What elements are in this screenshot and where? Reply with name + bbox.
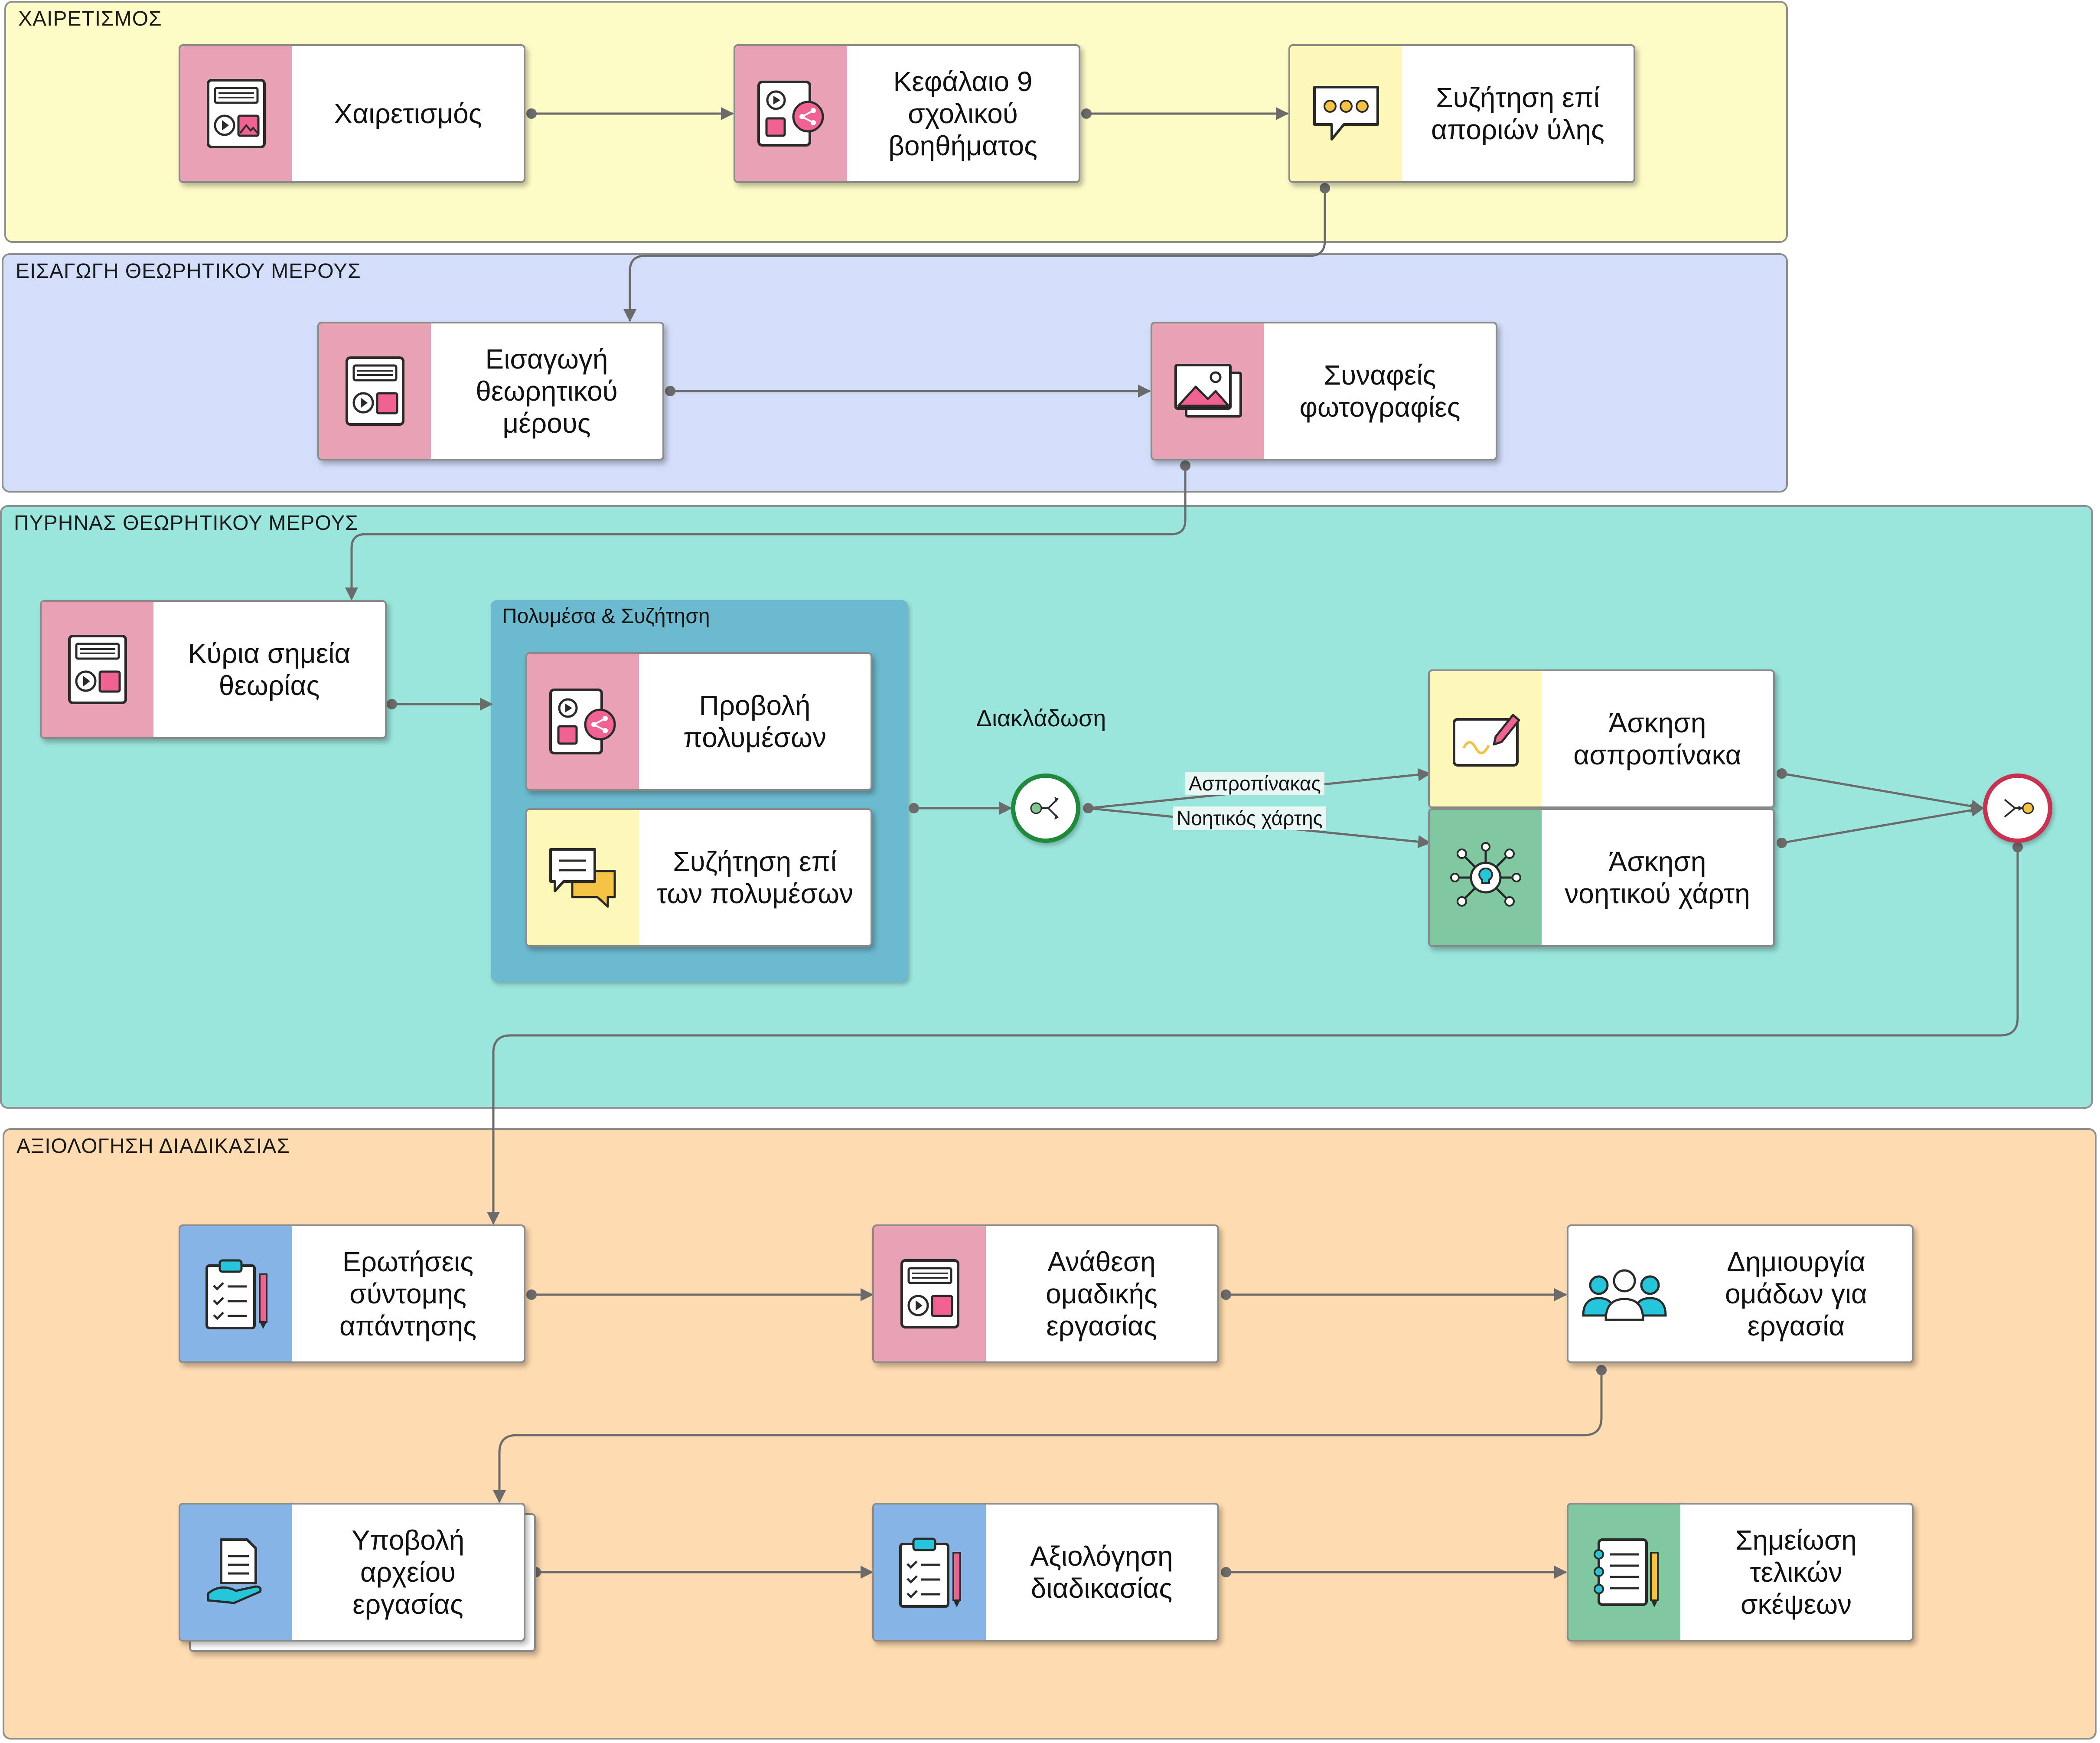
- merge-icon: [2004, 799, 2034, 818]
- media-document-icon: [346, 356, 404, 426]
- card-final-thoughts[interactable]: Σημείωση τελικών σκέψεων: [1567, 1503, 1914, 1642]
- notebook-pencil-icon: [1594, 1538, 1659, 1607]
- card-label: Άσκηση νοητικού χάρτη: [1565, 846, 1750, 909]
- share-media-icon: [549, 689, 616, 754]
- edge-whiteboard-merge: [1781, 772, 1984, 813]
- card-label: Σημείωση τελικών σκέψεων: [1735, 1524, 1857, 1620]
- lane-title: ΧΑΙΡΕΤΙΣΜΟΣ: [18, 7, 162, 30]
- branch-gateway[interactable]: [1011, 774, 1080, 843]
- card-label: Κεφάλαιο 9 σχολικού βοηθήματος: [888, 66, 1037, 161]
- card-group-assignment[interactable]: Ανάθεση ομαδικής εργασίας: [872, 1224, 1219, 1363]
- whiteboard-pen-icon: [1453, 714, 1520, 767]
- card-label: Προβολή πολυμέσων: [683, 690, 826, 753]
- card-label: Κύρια σημεία θεωρίας: [188, 638, 351, 701]
- edge-merge-questions: [487, 847, 2019, 1225]
- chat-bubbles-icon: [549, 848, 616, 908]
- card-label: Ερωτήσεις σύντομης απάντησης: [339, 1246, 477, 1342]
- card-label: Άσκηση ασπροπίνακα: [1573, 707, 1741, 770]
- card-label: Δημιουργία ομάδων για εργασία: [1725, 1246, 1868, 1342]
- card-media-discussion[interactable]: Συζήτηση επί των πολυμέσων: [525, 808, 872, 947]
- users-group-icon: [1582, 1269, 1667, 1321]
- clipboard-checklist-icon: [205, 1259, 267, 1329]
- share-media-icon: [757, 81, 824, 147]
- card-label: Αξιολόγηση διαδικασίας: [1030, 1541, 1173, 1604]
- edge-mindmap-merge: [1781, 803, 1984, 844]
- card-whiteboard[interactable]: Άσκηση ασπροπίνακα: [1428, 669, 1775, 808]
- card-label: Χαιρετισμός: [334, 98, 482, 129]
- edge-label-mindmap: Νοητικός χάρτης: [1173, 806, 1326, 830]
- mind-map-bulb-icon: [1450, 842, 1521, 907]
- edge-groups-submit: [493, 1370, 1603, 1503]
- card-mindmap[interactable]: Άσκηση νοητικού χάρτη: [1428, 808, 1775, 947]
- card-label: Εισαγωγή θεωρητικού μέρους: [476, 343, 618, 439]
- card-submit-file[interactable]: Υποβολή αρχείου εργασίας: [179, 1503, 525, 1642]
- card-label: Ανάθεση ομαδικής εργασίας: [1046, 1246, 1158, 1342]
- card-label: Συναφείς φωτογραφίες: [1299, 359, 1461, 423]
- card-discussion[interactable]: Συζήτηση επί αποριών ύλης: [1288, 44, 1635, 183]
- lane-title: ΑΞΙΟΛΟΓΗΣΗ ΔΙΑΔΙΚΑΣΙΑΣ: [16, 1135, 290, 1158]
- card-photos[interactable]: Συναφείς φωτογραφίες: [1151, 322, 1497, 460]
- edge-label-whiteboard: Ασπροπίνακας: [1185, 772, 1324, 795]
- split-icon: [1030, 797, 1059, 819]
- media-document-icon: [900, 1259, 959, 1328]
- card-create-groups[interactable]: Δημιουργία ομάδων για εργασία: [1567, 1224, 1914, 1363]
- card-media-view[interactable]: Προβολή πολυμέσων: [525, 652, 872, 791]
- clipboard-checklist-icon: [899, 1537, 961, 1608]
- edge-photos-mainpoints: [345, 466, 1187, 601]
- chat-bubble-icon: [1313, 86, 1379, 140]
- branch-label: Διακλάδωση: [976, 705, 1106, 731]
- card-label: Συζήτηση επί αποριών ύλης: [1431, 82, 1604, 145]
- card-chapter[interactable]: Κεφάλαιο 9 σχολικού βοηθήματος: [734, 44, 1080, 183]
- merge-gateway[interactable]: [1983, 774, 2052, 843]
- photos-icon: [1174, 364, 1242, 418]
- hand-document-icon: [207, 1538, 262, 1604]
- card-intro-theory[interactable]: Εισαγωγή θεωρητικού μέρους: [317, 322, 664, 460]
- card-label: Συζήτηση επί των πολυμέσων: [656, 846, 854, 909]
- card-label: Υποβολή αρχείου εργασίας: [351, 1524, 465, 1620]
- lane-title: ΠΥΡΗΝΑΣ ΘΕΩΡΗΤΙΚΟΥ ΜΕΡΟΥΣ: [14, 512, 359, 535]
- lane-title: ΕΙΣΑΓΩΓΗ ΘΕΩΡΗΤΙΚΟΥ ΜΕΡΟΥΣ: [16, 260, 361, 283]
- media-document-icon: [207, 79, 266, 148]
- edge-discussion-intro: [623, 188, 1326, 322]
- card-greeting[interactable]: Χαιρετισμός: [179, 44, 525, 183]
- group-title: Πολυμέσα & Συζήτηση: [502, 605, 710, 628]
- card-main-points[interactable]: Κύρια σημεία θεωρίας: [40, 600, 387, 739]
- media-document-icon: [68, 635, 127, 704]
- card-short-questions[interactable]: Ερωτήσεις σύντομης απάντησης: [179, 1224, 525, 1363]
- card-process-eval[interactable]: Αξιολόγηση διαδικασίας: [872, 1503, 1219, 1642]
